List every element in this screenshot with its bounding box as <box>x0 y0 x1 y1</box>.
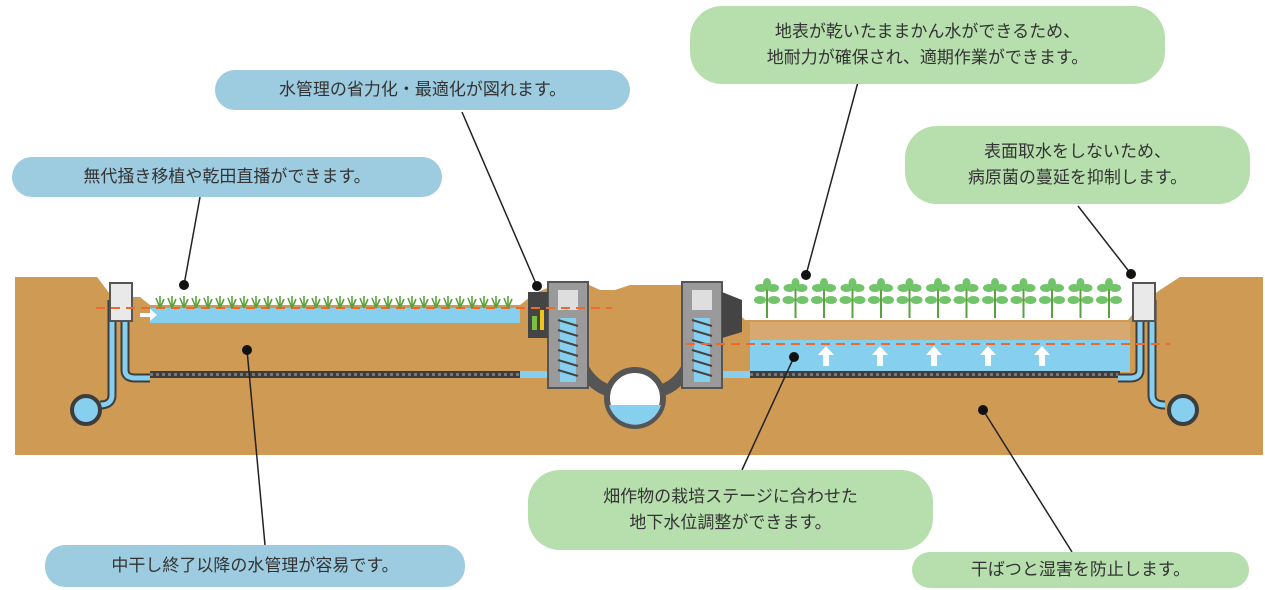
rice-seedling-icon <box>395 296 405 309</box>
soybean-plant-icon <box>811 278 837 318</box>
callout-disease-control: 表面取水をしないため、 病原菌の蔓延を抑制します。 <box>905 126 1250 204</box>
control-well-left <box>547 281 589 389</box>
leader-dots <box>179 269 1136 415</box>
up-arrow-icon <box>1034 346 1050 366</box>
soybean-plant-icon <box>1039 278 1065 318</box>
up-arrow-icon <box>872 346 888 366</box>
rice-seedling-icon <box>167 296 177 309</box>
callout-groundwater-adjust: 畑作物の栽培ステージに合わせた 地下水位調整ができます。 <box>528 470 933 550</box>
rice-seedling-icon <box>347 296 357 309</box>
callout-midseason-drainage-text: 中干し終了以降の水管理が容易です。 <box>111 556 399 576</box>
soybean-plant-icon <box>1096 278 1122 318</box>
rice-seedling-icon <box>203 296 213 309</box>
groundwater-layer <box>750 340 1130 372</box>
rice-seedling-icon <box>275 296 285 309</box>
control-box-icon <box>528 292 548 338</box>
callout-dry-surface: 地表が乾いたままかん水ができるため、 地耐力が確保され、適期作業ができます。 <box>690 6 1165 84</box>
soybean-plant-icon <box>953 278 980 318</box>
water-main-pipe-icon <box>70 394 102 426</box>
left-ditch <box>15 277 112 320</box>
soybean-plant-icon <box>925 278 951 318</box>
topsoil-layer <box>750 322 1130 340</box>
callout-groundwater-adjust-line1: 畑作物の栽培ステージに合わせた <box>603 487 858 507</box>
connector-pipe-right <box>705 371 750 378</box>
callout-disease-control-line2: 病原菌の蔓延を抑制します。 <box>967 168 1188 188</box>
rice-seedling-icon <box>299 296 309 309</box>
inflow-arrow <box>140 309 157 321</box>
control-box-icon <box>722 292 742 338</box>
soybean-plant-icon <box>896 278 923 318</box>
soybean-plant-icon <box>868 278 894 318</box>
callout-dry-surface-line2: 地耐力が確保され、適期作業ができます。 <box>766 48 1089 68</box>
rice-seedling-icon <box>407 296 417 309</box>
rice-seedling-icon <box>431 296 441 309</box>
soybean-plant-icon <box>982 278 1008 318</box>
up-arrow-icon <box>818 346 1050 366</box>
callout-dry-surface-line1: 地表が乾いたままかん水ができるため、 <box>774 22 1081 42</box>
rice-seedling-icon <box>371 296 381 309</box>
up-arrow-icon <box>980 346 996 366</box>
rice-seedling-icon <box>467 296 477 309</box>
rice-seedling-icon <box>287 296 297 309</box>
rice-seedling-icon <box>191 296 201 309</box>
soybean-plant-icon <box>1010 278 1037 318</box>
callout-direct-seeding-text: 無代掻き移植や乾田直播ができます。 <box>83 167 371 187</box>
water-main-pipe-icon <box>1167 394 1199 426</box>
rice-seedling-icon <box>443 296 453 309</box>
callout-groundwater-adjust-line2: 地下水位調整ができます。 <box>629 513 832 533</box>
callout-disease-control-line1: 表面取水をしないため、 <box>984 142 1171 162</box>
control-box-icon <box>1132 282 1156 322</box>
leader-lines <box>183 81 1132 553</box>
rice-seedling-icon <box>179 296 189 309</box>
soybean-plant-icon <box>782 278 809 318</box>
soybean-plant-icon <box>754 278 780 318</box>
connector-pipe-left <box>520 371 565 378</box>
rice-seedling-icon <box>419 296 429 309</box>
rice-seedling-icon <box>503 296 513 309</box>
rice-seedling-icon <box>383 296 393 309</box>
soybean-plant-icon <box>1067 278 1094 318</box>
drain-pipe-left <box>150 371 520 378</box>
rice-seedling-icon <box>479 296 489 309</box>
rice-seedling-icon <box>311 296 321 309</box>
rice-seedling-icon <box>155 296 165 309</box>
soybean-plant-icon <box>839 278 866 318</box>
soybean-plant-icon <box>754 278 1122 318</box>
rice-seedling-icon <box>335 296 345 309</box>
paddy-water-layer <box>150 308 520 323</box>
callout-direct-seeding: 無代掻き移植や乾田直播ができます。 <box>12 157 442 197</box>
rice-seedling-icon <box>251 296 261 309</box>
callout-water-management: 水管理の省力化・最適化が図れます。 <box>215 70 630 110</box>
up-arrow-icon <box>818 346 834 366</box>
callout-drought-prevention-text: 干ばつと湿害を防止します。 <box>970 560 1191 580</box>
rice-seedling-icon <box>359 296 369 309</box>
rice-seedling-icon <box>155 296 513 309</box>
rice-seedling-icon <box>323 296 333 309</box>
control-box-icon <box>109 282 133 322</box>
drain-pipe-right <box>750 371 1120 378</box>
rice-seedling-icon <box>215 296 225 309</box>
callout-water-management-text: 水管理の省力化・最適化が図れます。 <box>278 80 567 100</box>
rice-seedling-icon <box>263 296 273 309</box>
callout-drought-prevention: 干ばつと湿害を防止します。 <box>912 552 1249 588</box>
up-arrow-icon <box>926 346 942 366</box>
rice-seedling-icon <box>239 296 249 309</box>
rice-seedling-icon <box>491 296 501 309</box>
control-well-right <box>681 281 723 389</box>
rice-seedling-icon <box>227 296 237 309</box>
callout-midseason-drainage: 中干し終了以降の水管理が容易です。 <box>45 545 465 587</box>
rice-seedling-icon <box>455 296 465 309</box>
